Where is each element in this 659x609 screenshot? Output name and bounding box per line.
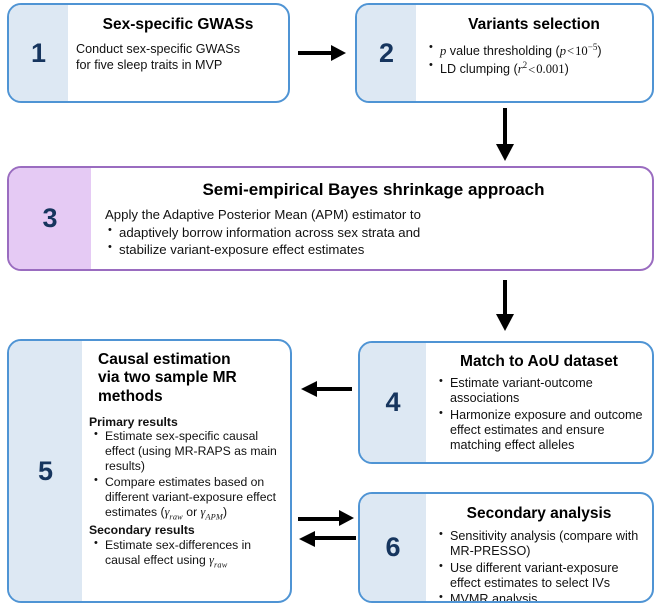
- step-number-5: 5: [9, 341, 82, 601]
- list-item: Harmonize exposure and outcome effect es…: [434, 407, 644, 454]
- list-item: Estimate sex-specific causal effect (usi…: [89, 428, 285, 474]
- list-item: p value thresholding (p<10−5): [424, 41, 644, 60]
- list-item: Compare estimates based on different var…: [89, 474, 285, 522]
- step-2-bullet-list: p value thresholding (p<10−5) LD clumpin…: [424, 41, 644, 78]
- step-number-6: 6: [360, 494, 426, 601]
- step-3-lead: Apply the Adaptive Posterior Mean (APM) …: [105, 206, 421, 222]
- list-item: Estimate sex-differences in causal effec…: [89, 537, 285, 570]
- list-item: LD clumping (r2<0.001): [424, 59, 644, 78]
- list-item: MVMR analysis: [434, 591, 644, 601]
- step-number-3: 3: [9, 168, 91, 269]
- step-5-section-1-heading: Primary results: [89, 414, 178, 429]
- arrow-step5-to-step6: [298, 507, 356, 527]
- step-box-1[interactable]: 1 Sex-specific GWASs Conduct sex-specifi…: [7, 3, 290, 103]
- step-title-2: Variants selection: [468, 16, 600, 33]
- step-6-bullet-list: Sensitivity analysis (compare with MR-PR…: [434, 528, 644, 601]
- step-number-1: 1: [9, 5, 68, 101]
- step-body-4: Match to AoU dataset Estimate variant-ou…: [426, 343, 652, 462]
- step-1-line-2: for five sleep traits in MVP: [76, 58, 223, 73]
- step-5-primary-bullets: Estimate sex-specific causal effect (usi…: [89, 428, 285, 522]
- step-box-3[interactable]: 3 Semi-empirical Bayes shrinkage approac…: [7, 166, 654, 271]
- step-box-2[interactable]: 2 Variants selection p value thresholdin…: [355, 3, 654, 103]
- arrow-step1-to-step2: [298, 42, 348, 64]
- step-body-6: Secondary analysis Sensitivity analysis …: [426, 494, 652, 601]
- step-box-6[interactable]: 6 Secondary analysis Sensitivity analysi…: [358, 492, 654, 603]
- list-item: stabilize variant-exposure effect estima…: [103, 241, 644, 258]
- step-number-2: 2: [357, 5, 416, 101]
- step-title-3: Semi-empirical Bayes shrinkage approach: [202, 180, 545, 199]
- step-title-6: Secondary analysis: [466, 505, 612, 522]
- step-body-1: Sex-specific GWASs Conduct sex-specific …: [68, 5, 288, 101]
- step-4-bullet-list: Estimate variant-outcome associations Ha…: [434, 375, 644, 454]
- step-title-1: Sex-specific GWASs: [102, 16, 254, 33]
- step-5-section-2-heading: Secondary results: [89, 523, 195, 538]
- arrow-step2-to-step3: [490, 108, 520, 162]
- list-item: adaptively borrow information across sex…: [103, 224, 644, 241]
- step-5-secondary-bullets: Estimate sex-differences in causal effec…: [89, 537, 285, 570]
- step-3-bullet-list: adaptively borrow information across sex…: [103, 224, 644, 258]
- list-item: Use different variant-exposure effect es…: [434, 560, 644, 592]
- step-1-line-1: Conduct sex-specific GWASs: [76, 41, 241, 56]
- step-body-3: Semi-empirical Bayes shrinkage approach …: [91, 168, 652, 269]
- list-item: Estimate variant-outcome associations: [434, 375, 644, 407]
- step-body-2: Variants selection p value thresholding …: [416, 5, 652, 101]
- step-box-4[interactable]: 4 Match to AoU dataset Estimate variant-…: [358, 341, 654, 464]
- list-item: Sensitivity analysis (compare with MR-PR…: [434, 528, 644, 560]
- arrow-step6-to-step5: [298, 528, 356, 550]
- step-number-4: 4: [360, 343, 426, 462]
- arrow-step3-to-step4: [490, 280, 520, 332]
- step-title-4: Match to AoU dataset: [460, 353, 618, 370]
- arrow-step4-to-step5: [300, 378, 352, 400]
